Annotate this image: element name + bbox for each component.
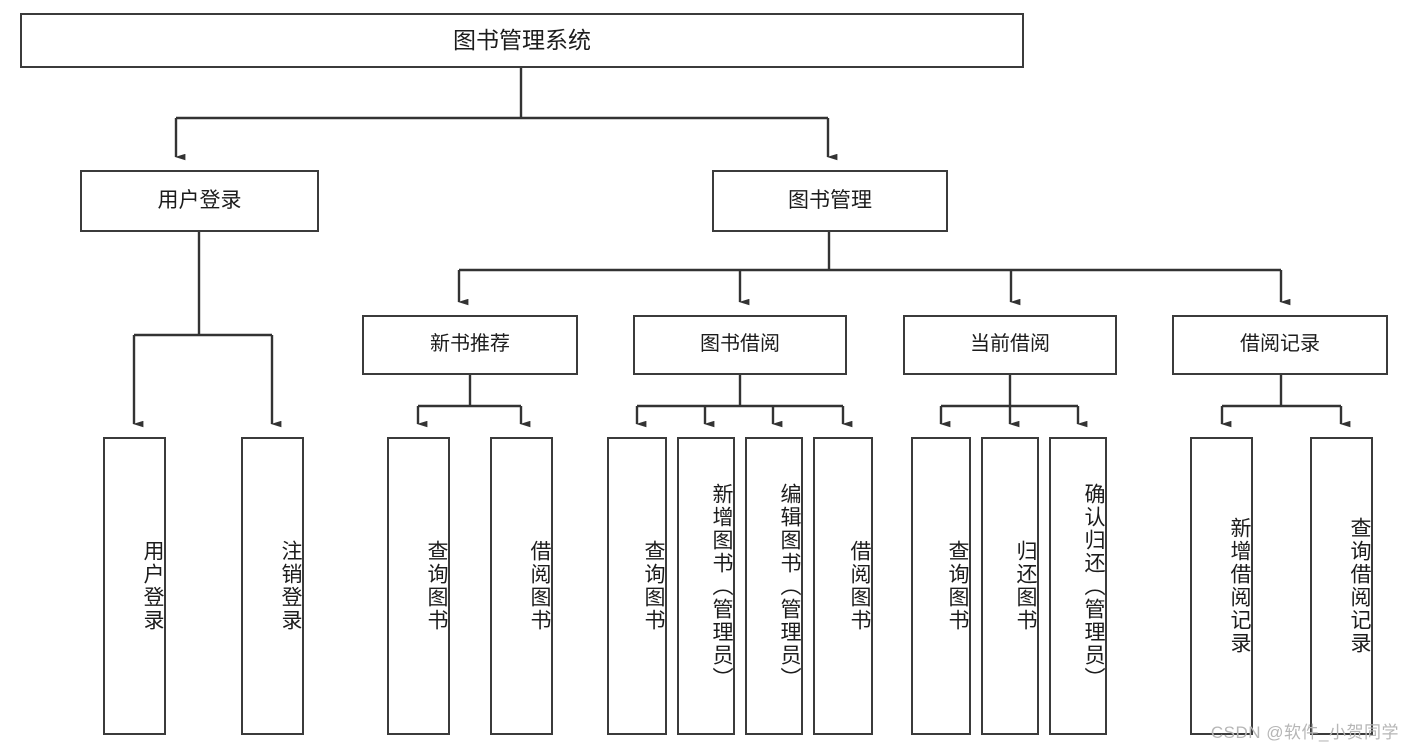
node-label: 编辑图书（管理员）: [778, 482, 801, 690]
leaf-query-book-borrow[interactable]: 查询图书: [607, 437, 667, 735]
watermark: CSDN @软件_小贺同学: [1210, 723, 1399, 742]
node-label: 归还图书: [1014, 540, 1037, 632]
node-label: 用户登录: [157, 188, 242, 212]
leaf-query-book-recommend[interactable]: 查询图书: [387, 437, 450, 735]
leaf-edit-book-admin[interactable]: 编辑图书（管理员）: [745, 437, 803, 735]
leaf-add-borrow-record[interactable]: 新增借阅记录: [1190, 437, 1253, 735]
leaf-logout[interactable]: 注销登录: [241, 437, 304, 735]
node-label: 确认归还（管理员）: [1082, 482, 1105, 690]
node-label: 注销登录: [279, 540, 302, 632]
node-label: 用户登录: [141, 540, 164, 632]
node-borrow-record[interactable]: 借阅记录: [1172, 315, 1388, 375]
node-label: 新增图书（管理员）: [710, 482, 733, 690]
node-current-borrow[interactable]: 当前借阅: [903, 315, 1117, 375]
leaf-confirm-return-admin[interactable]: 确认归还（管理员）: [1049, 437, 1107, 735]
leaf-query-borrow-record[interactable]: 查询借阅记录: [1310, 437, 1373, 735]
leaf-add-book-admin[interactable]: 新增图书（管理员）: [677, 437, 735, 735]
node-book-management[interactable]: 图书管理: [712, 170, 948, 232]
leaf-user-login[interactable]: 用户登录: [103, 437, 166, 735]
node-label: 查询图书: [946, 540, 969, 632]
node-user-login[interactable]: 用户登录: [80, 170, 319, 232]
leaf-return-book[interactable]: 归还图书: [981, 437, 1039, 735]
node-label: 借阅图书: [528, 540, 551, 632]
node-new-book-recommend[interactable]: 新书推荐: [362, 315, 578, 375]
node-label: 借阅图书: [848, 540, 871, 632]
node-label: 图书管理: [788, 188, 872, 212]
leaf-query-book-current[interactable]: 查询图书: [911, 437, 971, 735]
node-label: 当前借阅: [970, 333, 1050, 356]
node-label: 查询图书: [642, 540, 665, 632]
node-label: 查询图书: [425, 540, 448, 632]
node-label: 查询借阅记录: [1348, 517, 1371, 655]
node-book-borrow[interactable]: 图书借阅: [633, 315, 847, 375]
node-label: 借阅记录: [1240, 333, 1320, 356]
leaf-borrow-book[interactable]: 借阅图书: [813, 437, 873, 735]
leaf-borrow-book-recommend[interactable]: 借阅图书: [490, 437, 553, 735]
node-root-system[interactable]: 图书管理系统: [20, 13, 1024, 68]
node-label: 新增借阅记录: [1228, 517, 1251, 655]
node-label: 新书推荐: [430, 333, 510, 356]
node-label: 图书借阅: [700, 333, 780, 356]
node-label: 图书管理系统: [453, 26, 591, 53]
